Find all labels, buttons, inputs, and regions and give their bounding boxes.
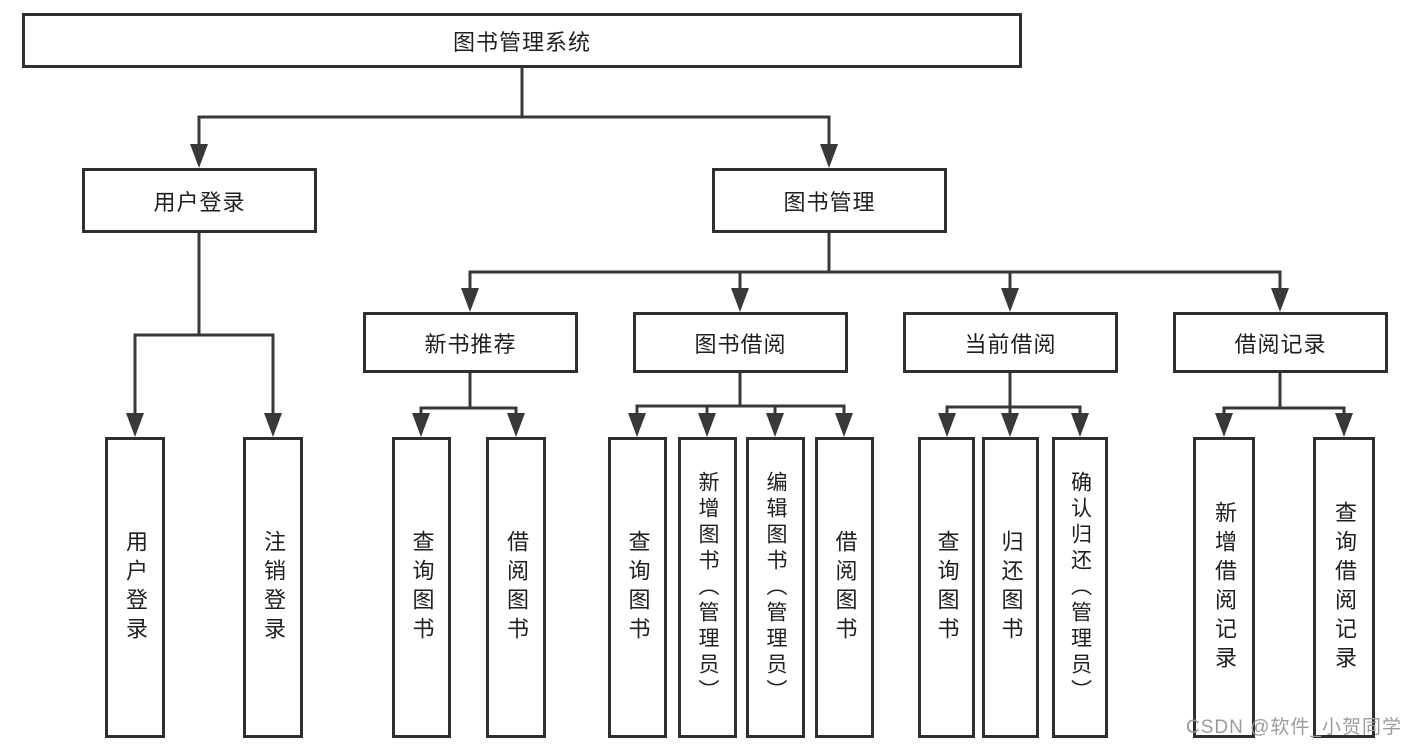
leaf-label: 新增借阅记录	[1212, 500, 1237, 675]
leaf-query-book-current: 查询图书	[918, 437, 975, 738]
leaf-label: 注销登录	[261, 529, 286, 646]
node-current-borrow: 当前借阅	[903, 312, 1118, 373]
leaf-add-borrow-record: 新增借阅记录	[1193, 437, 1255, 738]
leaf-label: 查询借阅记录	[1332, 500, 1357, 675]
node-borrow-records: 借阅记录	[1173, 312, 1388, 373]
node-label: 当前借阅	[964, 331, 1057, 357]
leaf-label: 新增图书（管理员）	[696, 470, 719, 705]
leaf-return-book: 归还图书	[982, 437, 1039, 738]
node-library-system: 图书管理系统	[22, 13, 1022, 68]
leaf-borrow-book-newbook: 借阅图书	[486, 437, 546, 738]
node-label: 图书管理	[783, 189, 876, 215]
leaf-logout: 注销登录	[243, 437, 303, 738]
node-user-login: 用户登录	[82, 168, 317, 233]
leaf-label: 查询图书	[625, 529, 651, 646]
leaf-user-login: 用户登录	[105, 437, 165, 738]
node-label: 新书推荐	[424, 331, 517, 357]
leaf-label: 确认归还（管理员）	[1068, 470, 1092, 705]
leaf-query-borrow-record: 查询借阅记录	[1313, 437, 1375, 738]
leaf-label: 编辑图书（管理员）	[764, 470, 787, 705]
node-label: 图书管理系统	[452, 29, 591, 55]
leaf-label: 用户登录	[123, 529, 148, 646]
leaf-label: 借阅图书	[832, 529, 858, 646]
leaf-query-book-newbook: 查询图书	[392, 437, 451, 738]
leaf-label: 归还图书	[998, 529, 1024, 646]
leaf-label: 查询图书	[409, 529, 435, 646]
leaf-label: 借阅图书	[504, 529, 529, 646]
leaf-query-book-borrow: 查询图书	[608, 437, 667, 738]
leaf-add-book-admin: 新增图书（管理员）	[678, 437, 737, 738]
node-label: 用户登录	[153, 189, 246, 215]
node-label: 图书借阅	[694, 331, 787, 357]
node-book-management: 图书管理	[712, 168, 947, 233]
node-label: 借阅记录	[1234, 331, 1327, 357]
leaf-confirm-return-admin: 确认归还（管理员）	[1052, 437, 1108, 738]
leaf-label: 查询图书	[934, 529, 960, 646]
node-book-borrow: 图书借阅	[633, 312, 848, 373]
node-new-book-recommend: 新书推荐	[363, 312, 578, 373]
leaf-edit-book-admin: 编辑图书（管理员）	[746, 437, 805, 738]
csdn-watermark: CSDN @软件_小贺同学	[1186, 717, 1402, 738]
leaf-borrow-book: 借阅图书	[815, 437, 874, 738]
